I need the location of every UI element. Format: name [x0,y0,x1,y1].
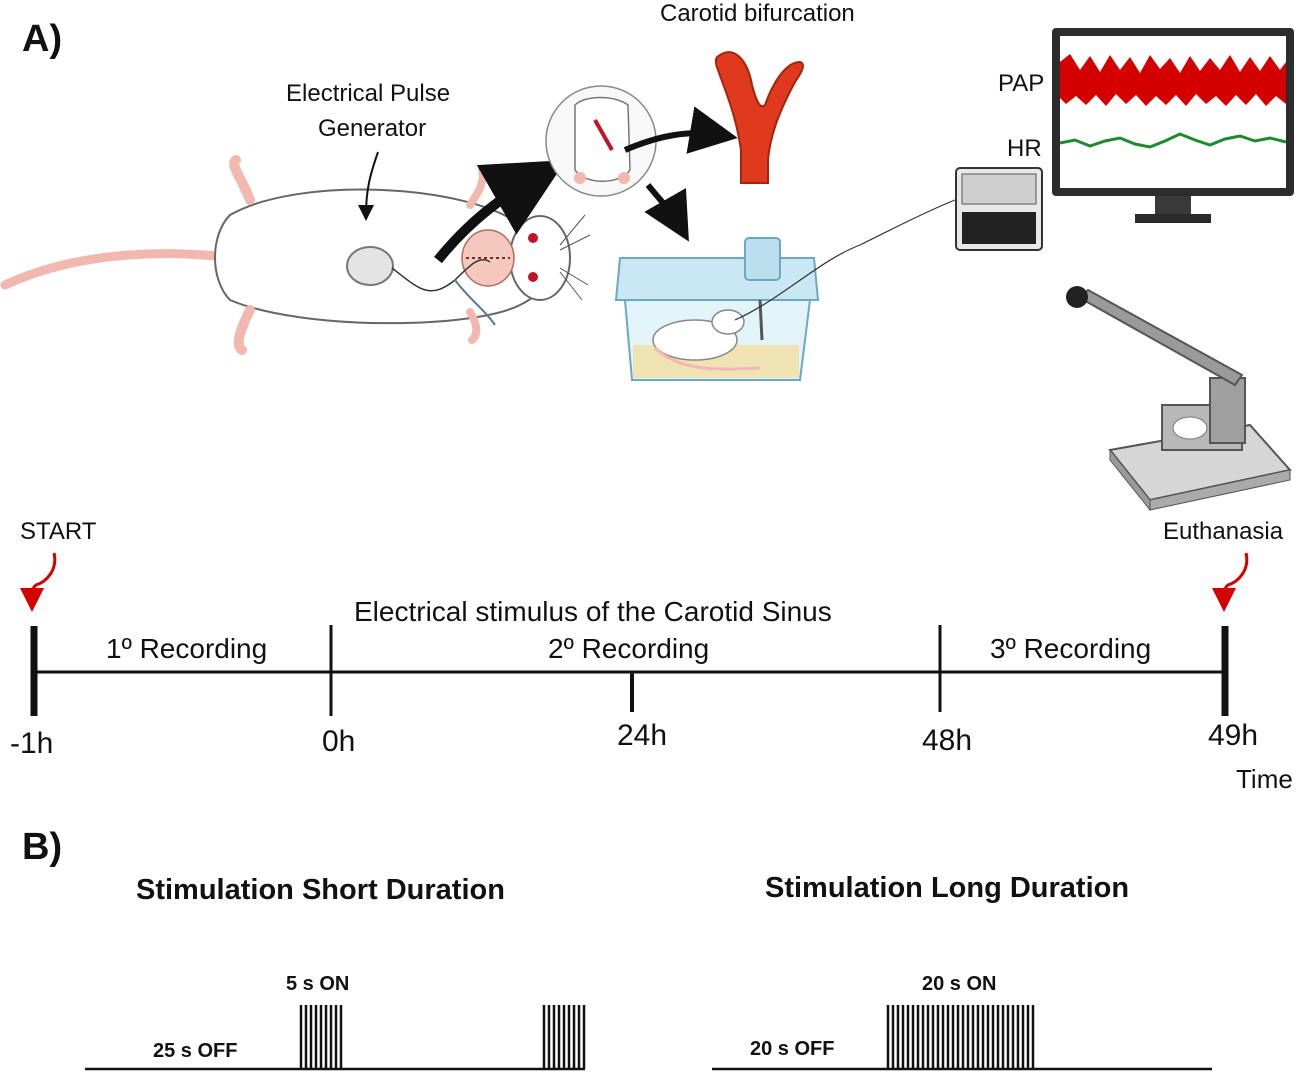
arrow-to-cage [644,183,689,242]
rat-illustration [0,155,591,355]
carotid-label: Carotid bifurcation [660,0,855,27]
neck-inset [545,85,657,197]
timeline [19,552,1249,716]
pap-label: PAP [998,70,1045,97]
recording-3-label: 3º Recording [990,633,1152,664]
tick-label-49h: 49h [1208,719,1259,752]
cage-illustration [614,199,956,381]
panel-b-label: B) [22,826,63,868]
hr-trace [1059,132,1287,149]
tick-label-minus1h: -1h [10,727,54,760]
long-duration-title: Stimulation Long Duration [765,872,1130,904]
short-off-label: 25 s OFF [153,1040,238,1062]
long-off-label: 20 s OFF [750,1038,835,1060]
monitor [1052,28,1294,223]
short-duration-trace [85,1005,586,1071]
tick-label-24h: 24h [617,719,668,752]
long-duration-trace [712,1005,1212,1071]
panel-a-label: A) [22,18,63,60]
carotid-bifurcation-shape [714,51,804,184]
arrow-to-carotid [623,106,738,154]
arrow-to-inset [434,160,567,264]
recording-1-label: 1º Recording [106,633,268,664]
stimulus-label: Electrical stimulus of the Carotid Sinus [354,596,832,627]
recording-2-label: 2º Recording [548,633,710,664]
acquisition-device [955,167,1043,251]
generator-label-line1: Electrical Pulse [286,80,451,107]
short-on-label: 5 s ON [286,973,350,995]
short-duration-title: Stimulation Short Duration [136,874,505,906]
guillotine-illustration [1066,286,1292,512]
generator-label-line2: Generator [318,115,427,142]
tick-label-48h: 48h [922,724,973,757]
tick-label-0h: 0h [322,725,356,758]
hr-label: HR [1007,135,1042,162]
end-arrow [1211,552,1249,612]
start-label: START [20,518,97,545]
pulse-generator-device [346,246,496,326]
pap-trace [1060,54,1286,106]
long-on-label: 20 s ON [922,973,997,995]
time-axis-label: Time [1236,764,1293,794]
generator-arrow [358,151,379,221]
start-arrow [19,552,57,612]
euthanasia-label: Euthanasia [1163,518,1284,545]
